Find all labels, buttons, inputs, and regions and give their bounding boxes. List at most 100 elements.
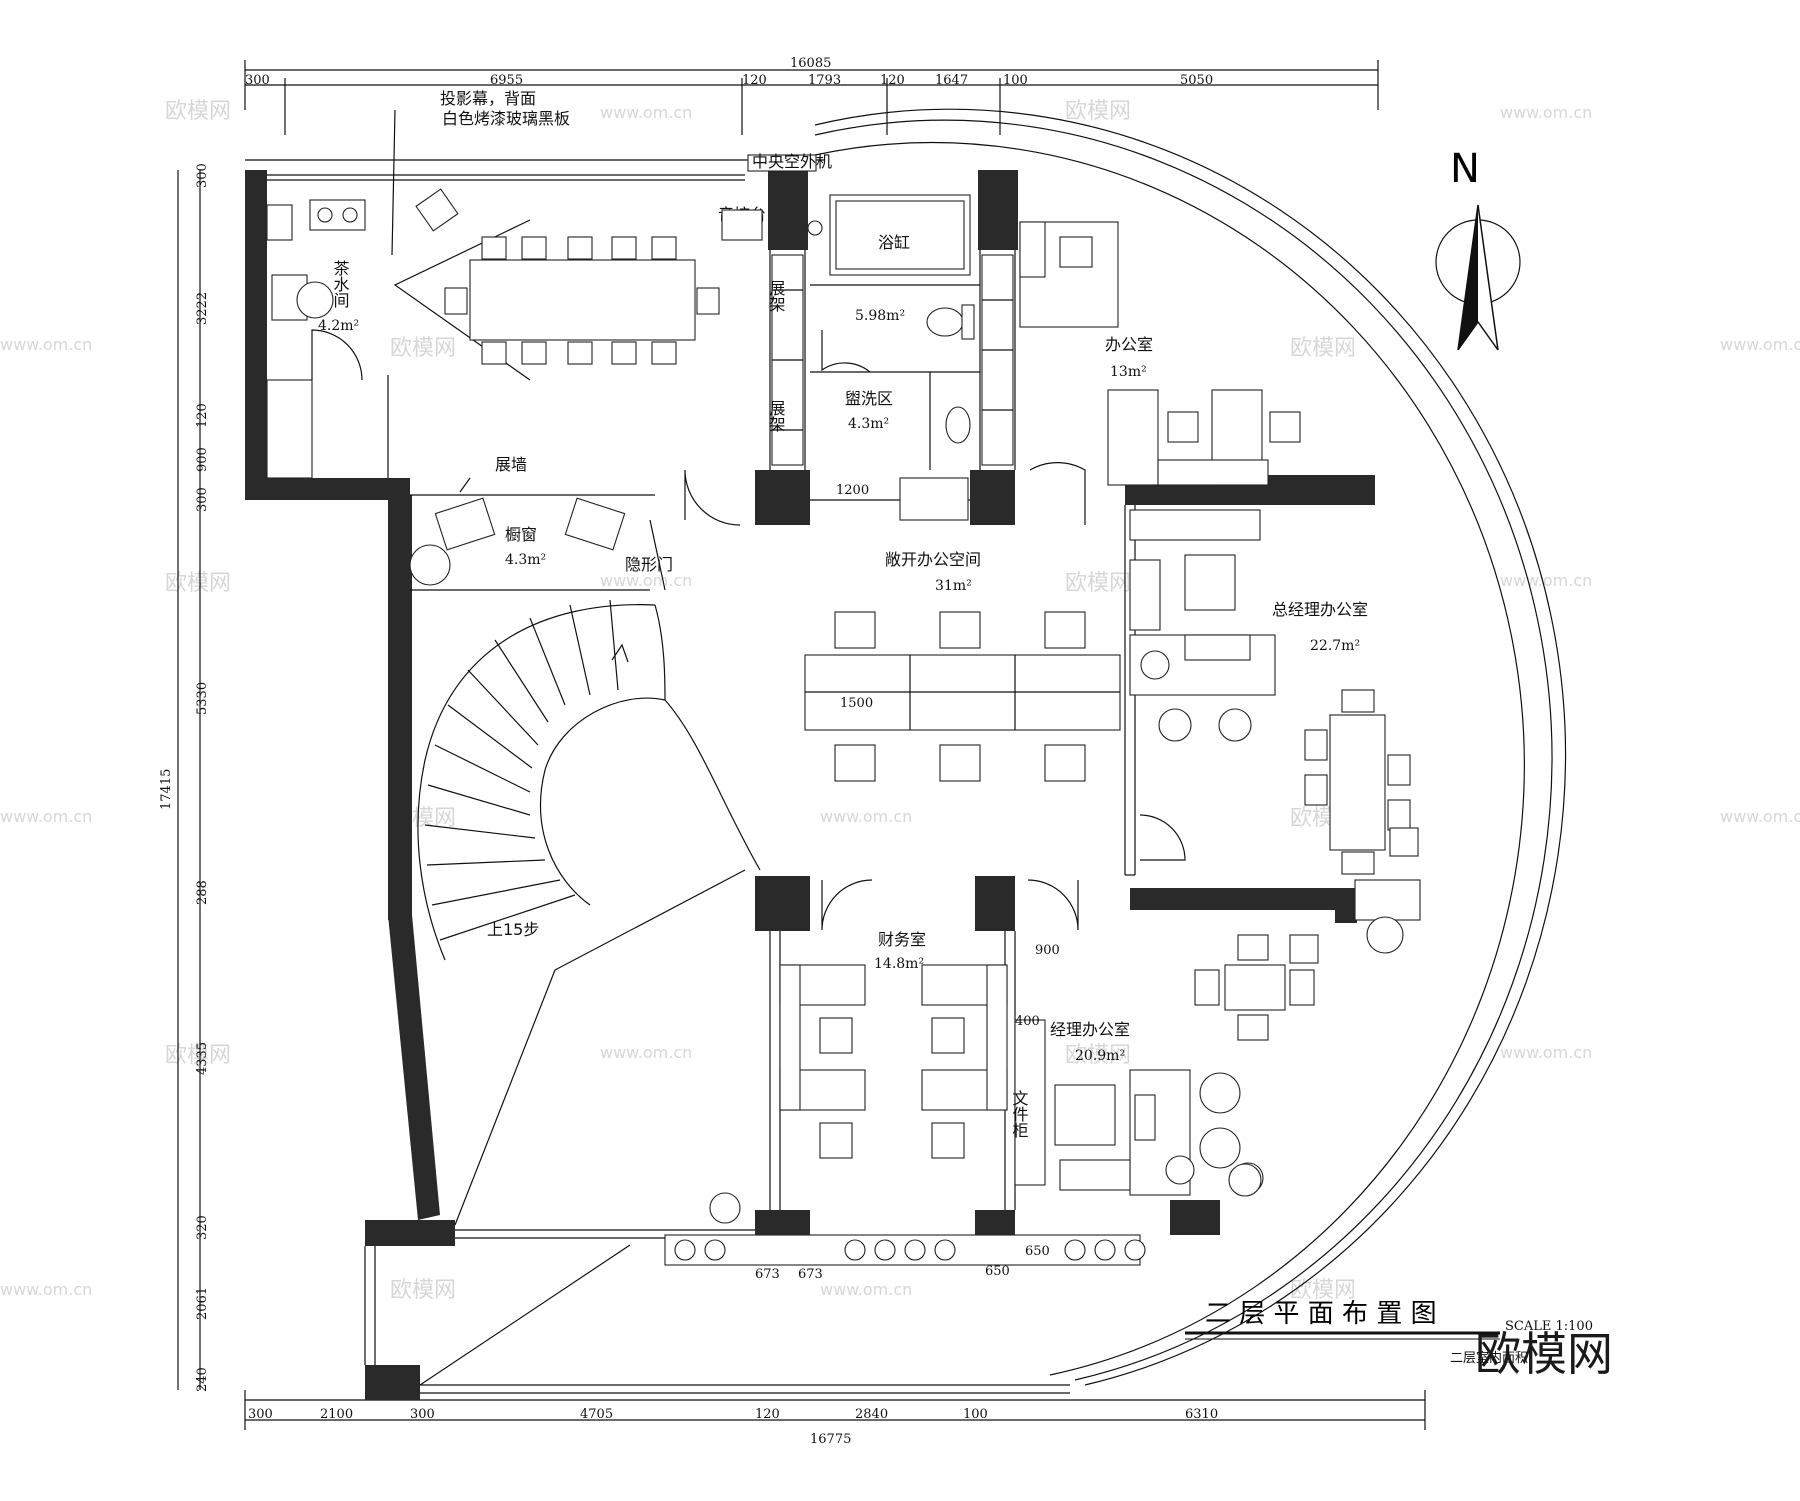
gm-chair — [1184, 554, 1236, 611]
bathtub-label: 浴缸 — [878, 233, 910, 252]
scale-note: SCALE 1:100 — [1505, 1319, 1593, 1334]
hidden-door-label: 隐形门 — [625, 555, 673, 574]
meeting-table — [469, 259, 696, 341]
tea-room-area: 4.2m² — [318, 318, 359, 334]
projector-note-2: 白色烤漆玻璃黑板 — [442, 109, 570, 128]
dim-1200: 1200 — [836, 483, 869, 498]
meeting-chairs — [444, 236, 720, 365]
dimension-left: 300 3222 120 900 300 5330 288 4335 320 2… — [159, 163, 210, 1392]
north-arrow: N — [1435, 146, 1521, 351]
dim-left-8: 320 — [195, 1215, 210, 1240]
dim-650-a: 650 — [1025, 1244, 1050, 1259]
watermark-logo: 欧模网 — [165, 571, 231, 596]
dim-left-2: 120 — [195, 403, 210, 428]
office-13: 办公室 13m² — [1019, 221, 1301, 486]
dim-left-3: 900 — [195, 447, 210, 472]
dim-left-9: 2061 — [195, 1287, 210, 1320]
dim-673-b: 673 — [798, 1267, 823, 1282]
dim-1500: 1500 — [840, 696, 873, 711]
manager-label: 经理办公室 — [1050, 1020, 1130, 1039]
dim-left-total: 17415 — [159, 769, 174, 810]
watermark-layer: 欧模网 www.om.cn 欧模网 www.om.cn www.om.cn 欧模… — [0, 99, 1800, 1303]
doors[interactable] — [311, 329, 1186, 931]
spiral-stair[interactable]: 上15步 — [417, 599, 761, 1226]
plan-title: 二 层 平 面 布 置 图 — [1205, 1299, 1437, 1329]
window-label: 橱窗 — [505, 525, 537, 544]
watermark-logo: 欧模网 — [165, 1043, 231, 1068]
watermark-logo: 欧模网 — [1290, 1278, 1356, 1303]
dim-900: 900 — [1035, 943, 1060, 958]
office-area: 13m² — [1110, 364, 1147, 380]
dim-left-1: 3222 — [195, 292, 210, 325]
dim-top-0: 300 — [245, 73, 270, 88]
dim-top-6: 100 — [1003, 73, 1028, 88]
area-note: 二层室内面积: — [1450, 1350, 1532, 1366]
dim-bottom-6: 100 — [963, 1407, 988, 1422]
finance-label: 财务室 — [878, 930, 926, 949]
lounge — [1194, 916, 1404, 1197]
dimension-top: 16085 300 6955 120 1793 120 1647 100 505… — [244, 56, 1379, 135]
wash-label: 盥洗区 — [845, 389, 893, 408]
watermark-url: www.om.cn — [1720, 335, 1800, 354]
curved-facade — [814, 108, 1567, 1386]
north-label: N — [1450, 146, 1480, 192]
dim-bottom-7: 6310 — [1185, 1407, 1218, 1422]
dim-top-7: 5050 — [1180, 73, 1213, 88]
window-area: 4.3m² — [505, 552, 546, 568]
watermark-logo: 欧模网 — [1065, 99, 1131, 124]
manager-chair — [1054, 1084, 1116, 1146]
dim-left-7: 4335 — [195, 1042, 210, 1075]
finance-room: 财务室 14.8m² 900 — [779, 930, 1060, 1159]
watermark-logo: 欧模网 — [390, 336, 456, 361]
tea-room: 茶水间 4.2m² — [266, 199, 366, 334]
display-wall-label: 展墙 — [495, 455, 527, 474]
dim-673-a: 673 — [755, 1267, 780, 1282]
gm-office: 总经理办公室 22.7m² — [1129, 554, 1419, 875]
finance-area: 14.8m² — [874, 956, 924, 972]
dim-top-4: 120 — [880, 73, 905, 88]
watermark-url: www.om.cn — [0, 807, 92, 826]
workstation-chairs — [834, 611, 1086, 782]
dim-bottom-5: 2840 — [855, 1407, 888, 1422]
watermark-url: www.om.cn — [820, 1280, 912, 1299]
watermark-logo: 欧模网 — [1065, 1043, 1131, 1068]
watermark-url: www.om.cn — [1500, 571, 1592, 590]
toilet — [926, 307, 964, 337]
dim-bottom-2: 300 — [410, 1407, 435, 1422]
watermark-url: www.om.cn — [820, 807, 912, 826]
stair-label: 上15步 — [487, 920, 539, 939]
shelf-label-1: 展架 — [767, 280, 786, 312]
tea-room-label: 茶水间 — [331, 260, 350, 309]
open-office-label: 敞开办公空间 — [885, 550, 981, 569]
watermark-url: www.om.cn — [1500, 103, 1592, 122]
dim-top-5: 1647 — [935, 73, 968, 88]
watermark-logo: 欧模网 — [1065, 571, 1131, 596]
dim-top-total: 16085 — [790, 56, 831, 71]
projector-note-1: 投影幕，背面 — [440, 89, 536, 108]
dim-bottom-total: 16775 — [810, 1432, 851, 1447]
south-planters: 650 650 673 673 — [419, 1192, 1146, 1386]
dim-bottom-4: 120 — [755, 1407, 780, 1422]
shelving: 展架 展架 — [767, 254, 1014, 466]
shelf-label-2: 展架 — [767, 400, 786, 432]
meeting-room: 投影幕，背面 白色烤漆玻璃黑板 音控台 中央空外机 — [391, 89, 832, 381]
watermark-url: www.om.cn — [600, 571, 692, 590]
display-window: 展墙 橱窗 4.3m² 隐形门 — [409, 455, 673, 586]
cabinet-label: 文件柜 — [1010, 1090, 1029, 1138]
watermark-logo-large: 欧模网 — [1475, 1327, 1613, 1381]
gm-meeting-table — [1329, 714, 1386, 851]
dim-top-1: 6955 — [490, 73, 523, 88]
dim-left-4: 300 — [195, 487, 210, 512]
wash-area: 4.3m² — [848, 416, 889, 432]
dim-left-0: 300 — [195, 163, 210, 188]
bathroom: 浴缸 5.98m² 盥洗区 4.3m² 1200 — [807, 194, 975, 521]
walls — [245, 170, 1420, 1400]
wash-basin — [945, 406, 971, 444]
open-office-area: 31m² — [935, 578, 972, 594]
office-label: 办公室 — [1105, 335, 1153, 354]
watermark-url: www.om.cn — [0, 1280, 92, 1299]
title-block: 二 层 平 面 布 置 图 SCALE 1:100 二层室内面积: 欧模网 — [1185, 1299, 1613, 1381]
dim-bottom-1: 2100 — [320, 1407, 353, 1422]
watermark-url: www.om.cn — [600, 1043, 692, 1062]
open-office: 敞开办公空间 31m² 1500 — [804, 550, 1121, 782]
